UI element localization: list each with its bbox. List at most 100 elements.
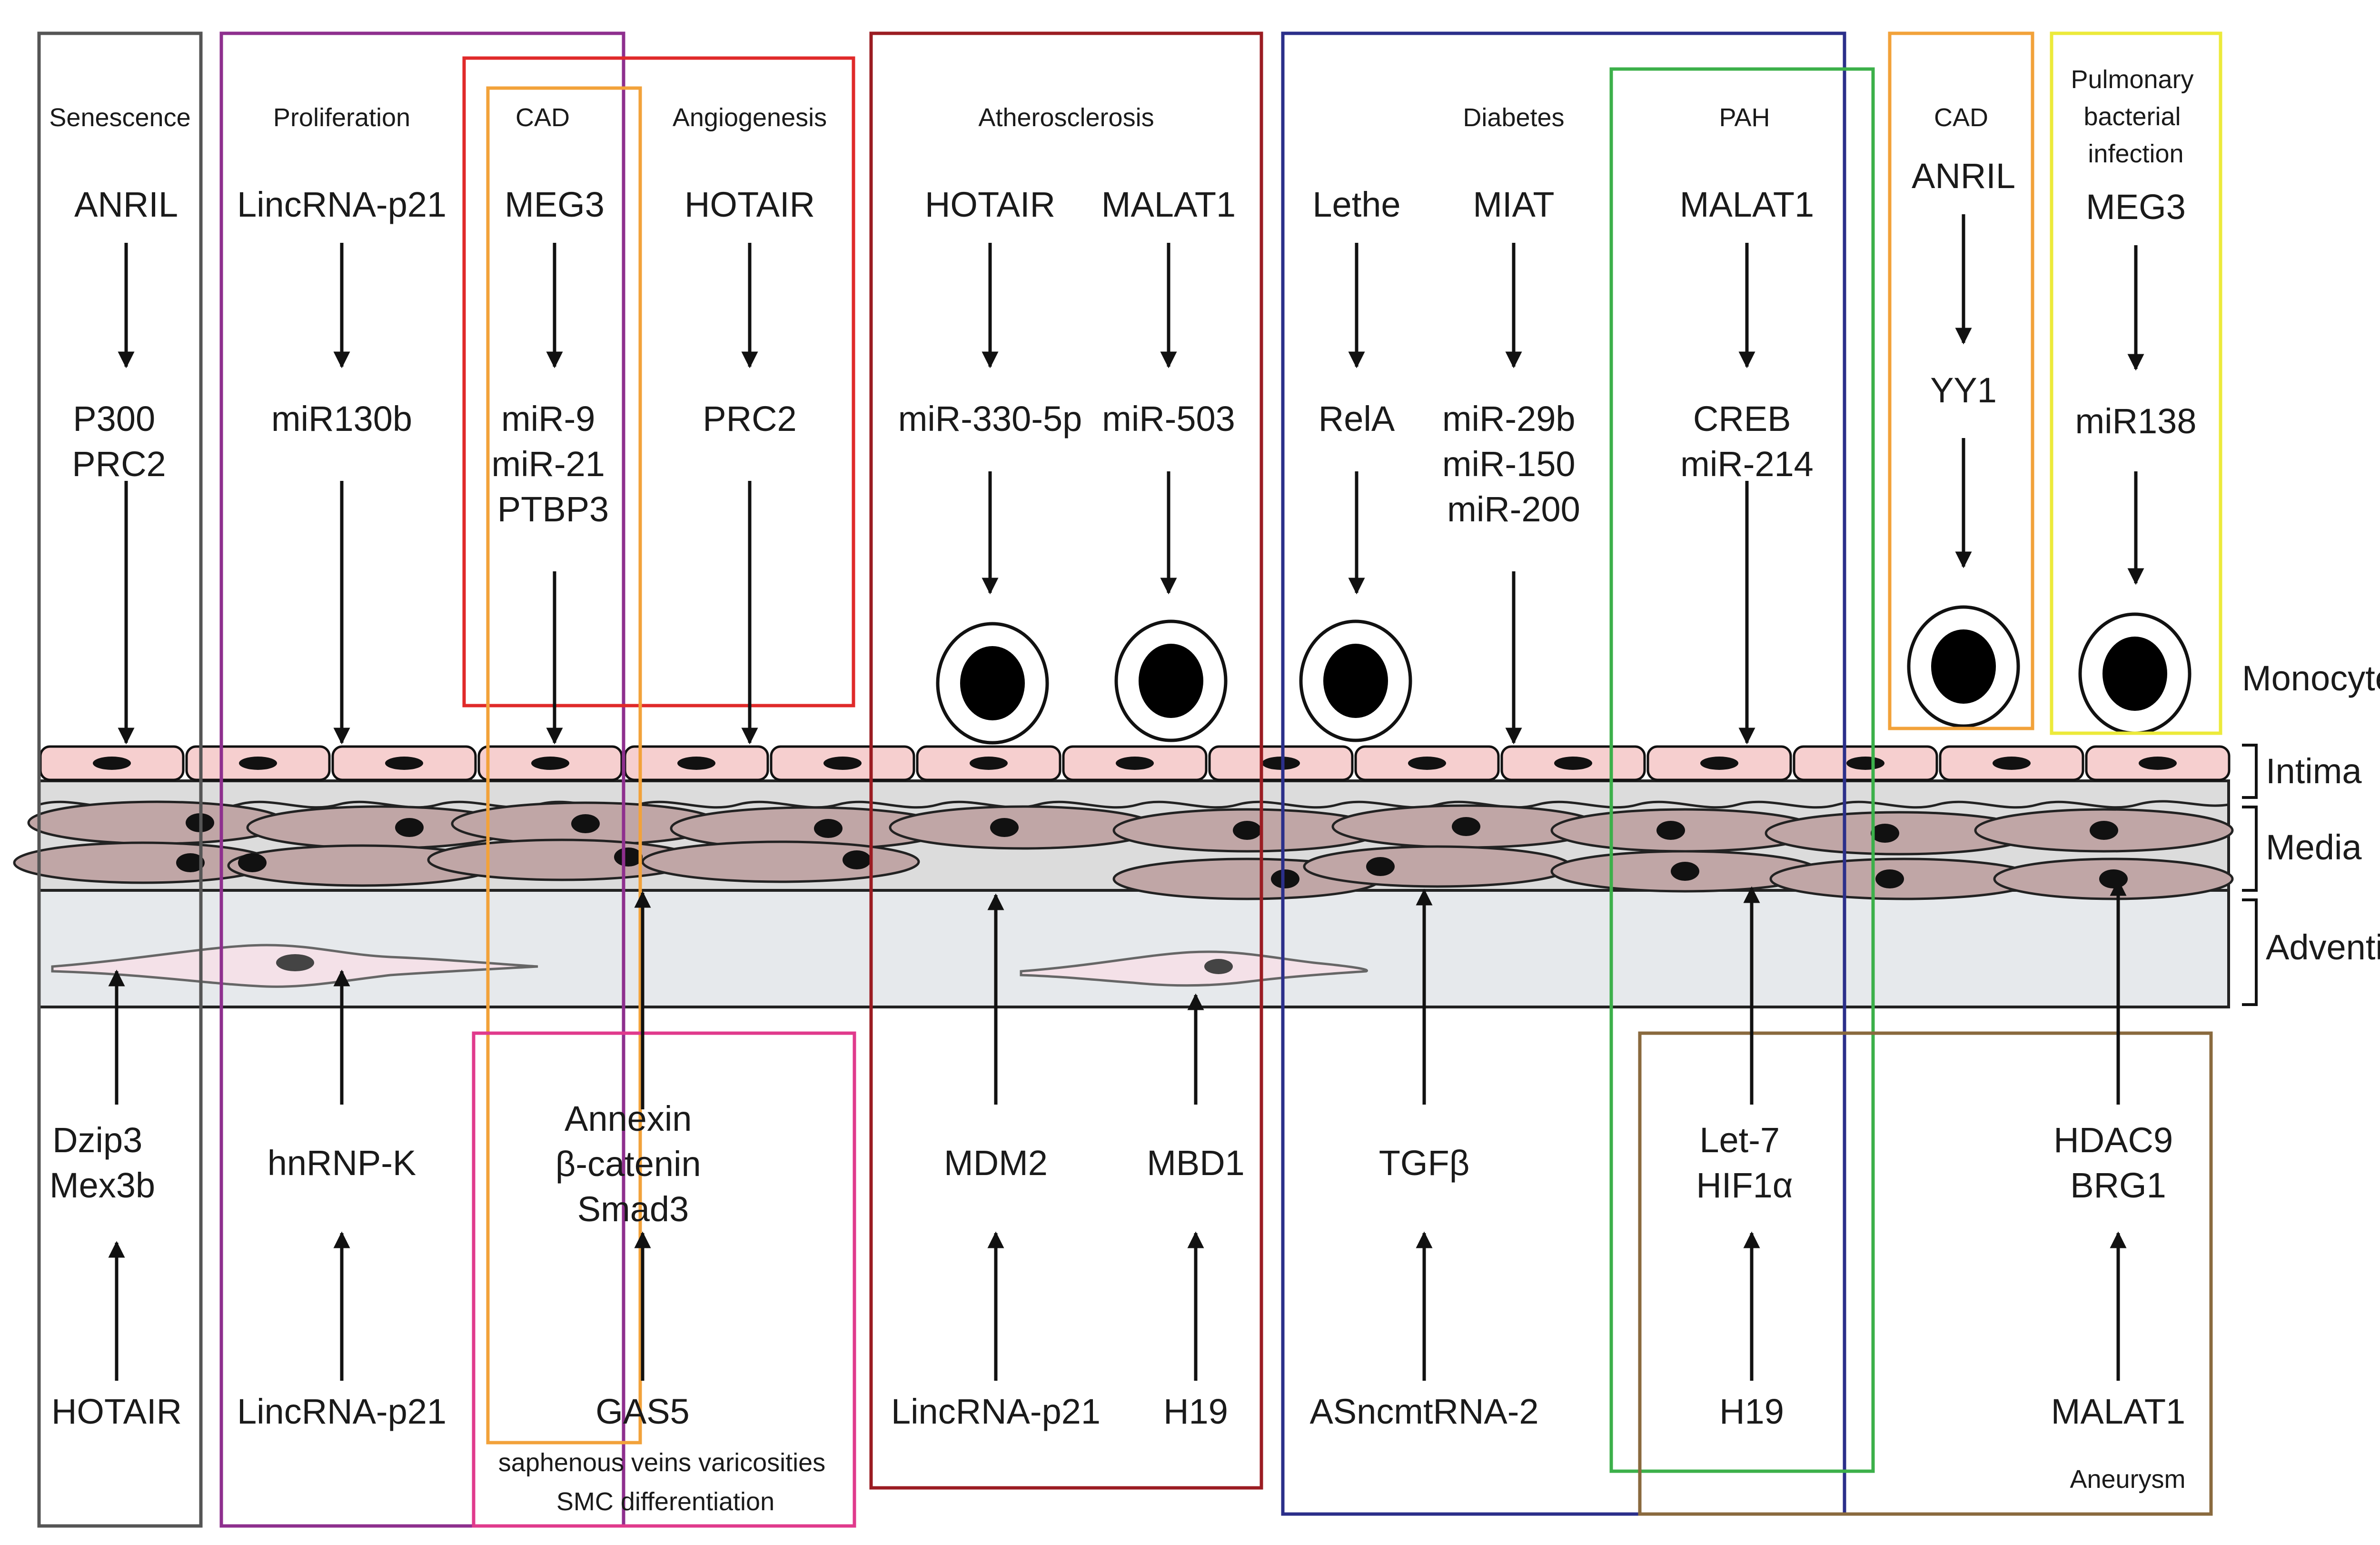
senescence-header: Senescence — [49, 103, 190, 132]
group-boxes — [37, 31, 2222, 1528]
aneurysm-box — [1638, 1031, 2213, 1516]
monocyte — [2078, 612, 2192, 735]
lncrna-label: LincRNA-p21 — [891, 1392, 1101, 1431]
atherosclerosis-header: Atherosclerosis — [978, 103, 1154, 132]
endothelial-cell — [1354, 745, 1500, 781]
target-label: hnRNP-K — [268, 1143, 416, 1183]
cad-orange-box — [486, 86, 642, 1445]
pah-header: PAH — [1719, 103, 1770, 132]
endothelial-cell — [624, 745, 769, 781]
diabetes-header: Diabetes — [1463, 103, 1564, 132]
pulmonary-header-line: bacterial — [2083, 102, 2181, 131]
pulmonary-box — [2050, 31, 2222, 735]
endothelial-cell — [770, 745, 915, 781]
lncrna-label: Lethe — [1312, 185, 1400, 224]
target-line: Let-7 — [1699, 1120, 1780, 1160]
saphenous-box — [472, 1031, 856, 1528]
cad-right-header: CAD — [1934, 103, 1988, 132]
endothelial-cell — [185, 745, 331, 781]
target-label: miR-503 — [1102, 399, 1235, 439]
cad-right-box — [1888, 31, 2034, 730]
target-label: P300 PRC2 — [72, 399, 166, 484]
layer-brackets — [2242, 744, 2258, 1006]
senescence-box — [37, 31, 203, 1528]
adventitia-layer — [38, 889, 2230, 1008]
smc-cell — [27, 800, 287, 845]
adventitia-label: Adventitia — [2266, 927, 2380, 967]
endothelial-cell — [1208, 745, 1354, 781]
target-line: miR-200 — [1447, 489, 1580, 529]
endothelial-cell — [916, 745, 1061, 781]
endothelial-cell — [477, 745, 623, 781]
lncrna-label: H19 — [1719, 1392, 1784, 1431]
endothelial-cell — [1500, 745, 1646, 781]
intima-label: Intima — [2266, 751, 2362, 791]
atherosclerosis-box — [869, 31, 1263, 1490]
target-label: Annexin β-catenin Smad3 — [555, 1099, 711, 1229]
target-line: PTBP3 — [497, 489, 609, 529]
monocyte — [1114, 619, 1228, 742]
target-line: HDAC9 — [2053, 1120, 2173, 1160]
endothelial-cell — [1939, 745, 2084, 781]
target-line: Mex3b — [50, 1166, 155, 1205]
media-label: Media — [2266, 827, 2362, 867]
target-label: miR-29b miR-150 miR-200 — [1442, 399, 1585, 529]
smooth-muscle-cells — [13, 800, 2234, 900]
pulmonary-header: Pulmonary bacterial infection — [2071, 65, 2201, 168]
endothelial-cell — [1646, 745, 1792, 781]
lncrna-label: ANRIL — [74, 185, 178, 224]
smc-cell — [1303, 845, 1572, 888]
target-line: β-catenin — [555, 1144, 701, 1184]
smc-cell — [641, 840, 920, 883]
endothelial-cell — [1793, 745, 1938, 781]
lncrna-label: LincRNA-p21 — [237, 1392, 446, 1431]
target-label: TGFβ — [1379, 1143, 1470, 1183]
lncrna-label: LincRNA-p21 — [237, 185, 446, 224]
proliferation-box — [219, 31, 625, 1528]
endothelial-cells — [39, 745, 2231, 781]
target-label: miR-330-5p — [898, 399, 1082, 439]
endothelial-cell — [39, 745, 185, 781]
target-line: Dzip3 — [52, 1120, 142, 1160]
lncrna-label: MALAT1 — [1101, 185, 1236, 224]
target-line: HIF1α — [1696, 1166, 1793, 1205]
target-label: miR130b — [271, 399, 412, 439]
lncrna-label: HOTAIR — [51, 1392, 182, 1431]
lncrna-label: MEG3 — [2086, 187, 2186, 227]
target-label: MBD1 — [1147, 1143, 1245, 1183]
pulmonary-header-line: infection — [2088, 140, 2183, 168]
target-line: miR-9 — [501, 399, 595, 439]
regulation-arrows — [108, 214, 2144, 1381]
lncrna-label: MALAT1 — [1680, 185, 1814, 224]
lncrna-label: MALAT1 — [2051, 1392, 2185, 1431]
saphenous-note-line: saphenous veins varicosities — [498, 1448, 825, 1477]
target-line: CREB — [1693, 399, 1791, 439]
target-label: HDAC9 BRG1 — [2053, 1120, 2182, 1205]
cad-header: CAD — [516, 103, 570, 132]
target-label: miR-9 miR-21 PTBP3 — [491, 399, 615, 529]
smc-cell — [1769, 857, 2039, 900]
lncrna-label: ANRIL — [1912, 156, 2015, 196]
lncrna-label: MIAT — [1473, 185, 1554, 224]
target-line: miR-29b — [1442, 399, 1576, 439]
target-line: miR-214 — [1680, 444, 1814, 484]
target-line: miR-150 — [1442, 444, 1576, 484]
diabetes-box — [1281, 31, 1846, 1516]
saphenous-note: saphenous veins varicosities SMC differe… — [498, 1448, 833, 1516]
fibroblast-cell — [51, 944, 538, 988]
lncrna-label: HOTAIR — [684, 185, 815, 224]
endothelial-cell — [2085, 745, 2231, 781]
smc-cell — [227, 844, 496, 887]
pah-box — [1609, 67, 1875, 1473]
angiogenesis-header: Angiogenesis — [673, 103, 827, 132]
target-line: Annexin — [565, 1099, 692, 1138]
lncrna-label: MEG3 — [505, 185, 605, 224]
target-line: miR-21 — [491, 444, 605, 484]
smc-cell — [1974, 808, 2234, 853]
target-label: Dzip3 Mex3b — [50, 1120, 155, 1205]
pulmonary-header-line: Pulmonary — [2071, 65, 2193, 94]
endothelial-cell — [1062, 745, 1208, 781]
lncrna-label: GAS5 — [595, 1392, 689, 1431]
